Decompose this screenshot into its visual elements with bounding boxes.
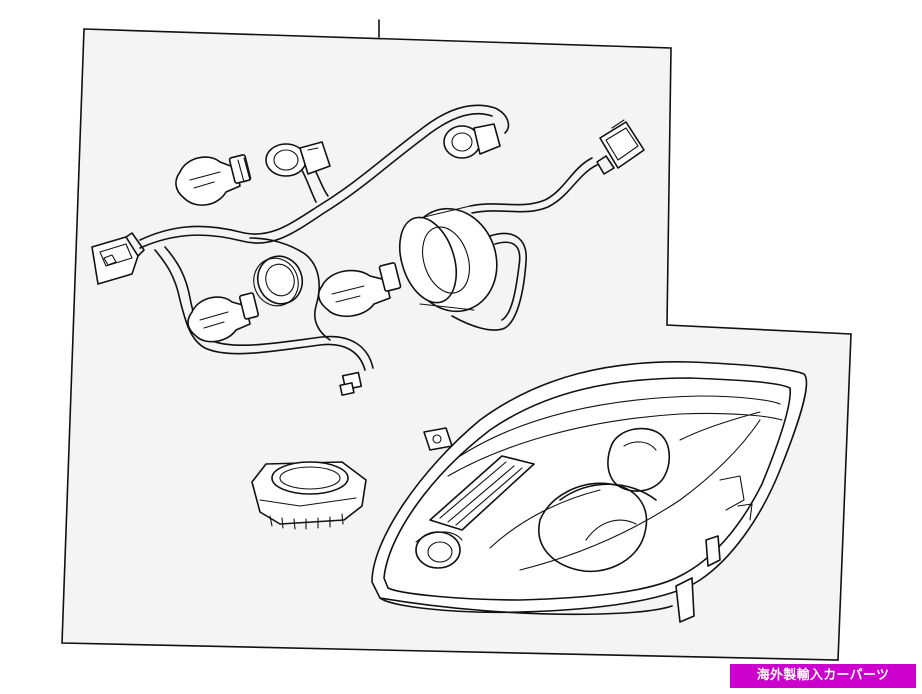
bulb-lower-left: [187, 292, 260, 343]
wiring-harness: [139, 104, 598, 371]
bulb-socket-upper-right: [443, 123, 501, 159]
bulb-upper-left: [175, 154, 252, 206]
watermark-banner: 海外製輸入カーパーツ: [730, 664, 916, 688]
harness-connector-left: [91, 232, 145, 285]
small-connector: [339, 371, 363, 396]
adjuster-cap: [251, 461, 367, 530]
harness-connector-right: [596, 119, 645, 175]
dust-cap-ring: [398, 205, 498, 313]
bulb-socket-middle: [253, 255, 304, 307]
bulb-socket-upper: [265, 141, 331, 177]
headlamp-assembly: [371, 361, 808, 623]
bulb-middle: [317, 262, 402, 317]
